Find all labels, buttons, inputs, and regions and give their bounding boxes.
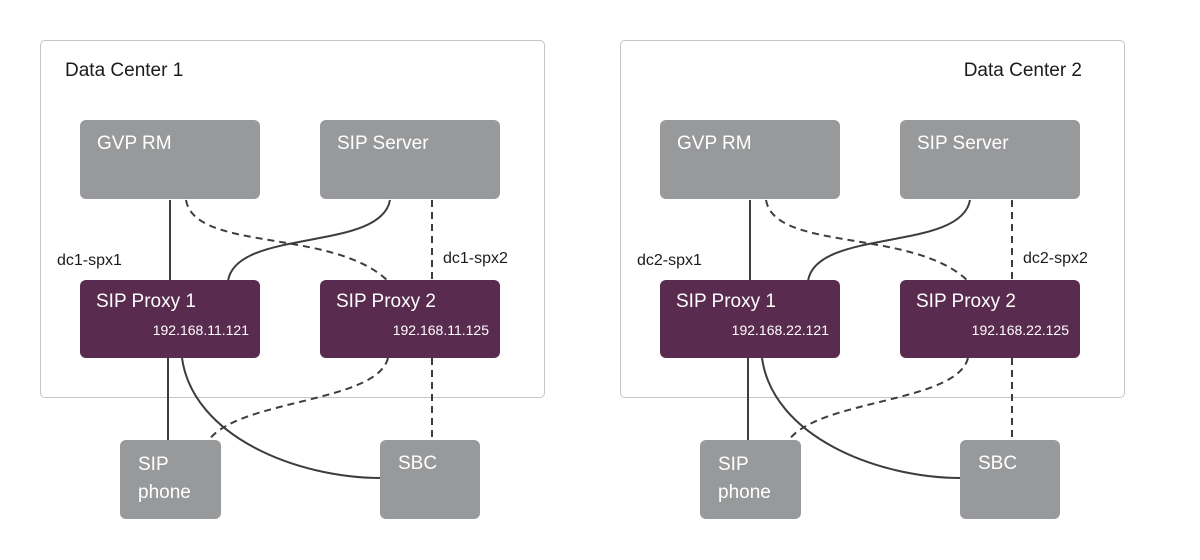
sip-proxy-2-node: SIP Proxy 2 192.168.11.125 [320,280,500,358]
sbc-node: SBC [960,440,1060,519]
sip-phone-label: SIP phone [718,454,771,503]
sip-proxy-1-label: SIP Proxy 1 [96,291,196,312]
datacenter-title: Data Center 2 [963,60,1082,81]
connector-server-proxy1-solid [807,199,971,282]
connector-gvprm-proxy2-dashed [765,199,969,282]
datacenter-1-group: Data Center 1 GVP RM SIP Server dc1-spx1… [0,0,580,560]
sbc-label: SBC [398,453,438,474]
sip-proxy-1-node: SIP Proxy 1 192.168.22.121 [660,280,840,358]
connector-layer [167,199,433,479]
gvp-rm-label: GVP RM [677,133,752,154]
proxy1-hostname-label: dc2-spx1 [637,252,702,269]
proxy1-hostname-label: dc1-spx1 [57,252,122,269]
sip-proxy-2-ip: 192.168.11.125 [392,322,489,338]
sip-server-label: SIP Server [917,133,1009,154]
connector-proxy2-phone-dashed [787,357,969,442]
sip-proxy-2-label: SIP Proxy 2 [916,291,1016,312]
gvp-rm-label: GVP RM [97,133,172,154]
datacenter-2-group: Data Center 2 GVP RM SIP Server dc2-spx1… [580,0,1160,560]
connector-proxy1-sbc-solid [761,357,962,479]
sip-proxy-2-ip: 192.168.22.125 [971,322,1069,338]
sip-server-label: SIP Server [337,133,429,154]
sip-proxy-1-label: SIP Proxy 1 [676,291,776,312]
proxy2-hostname-label: dc1-spx2 [443,250,508,267]
gvp-rm-node: GVP RM [660,120,840,199]
datacenter-title: Data Center 1 [65,60,184,81]
sip-proxy-2-node: SIP Proxy 2 192.168.22.125 [900,280,1080,358]
sip-proxy-1-ip: 192.168.22.121 [731,322,829,338]
sip-proxy-1-node: SIP Proxy 1 192.168.11.121 [80,280,260,358]
connector-server-proxy1-solid [227,199,391,282]
connector-gvprm-proxy2-dashed [185,199,389,282]
sbc-node: SBC [380,440,480,519]
sip-proxy-2-label: SIP Proxy 2 [336,291,436,312]
sbc-label: SBC [978,453,1018,474]
sip-phone-node: SIP phone [120,440,221,519]
sip-phone-label: SIP phone [138,454,191,503]
connector-proxy1-sbc-solid [181,357,382,479]
connector-proxy2-phone-dashed [207,357,389,442]
gvp-rm-node: GVP RM [80,120,260,199]
sip-proxy-1-ip: 192.168.11.121 [152,322,249,338]
connector-layer [747,199,1013,479]
proxy2-hostname-label: dc2-spx2 [1023,250,1088,267]
sip-server-node: SIP Server [900,120,1080,199]
sip-phone-node: SIP phone [700,440,801,519]
sip-server-node: SIP Server [320,120,500,199]
